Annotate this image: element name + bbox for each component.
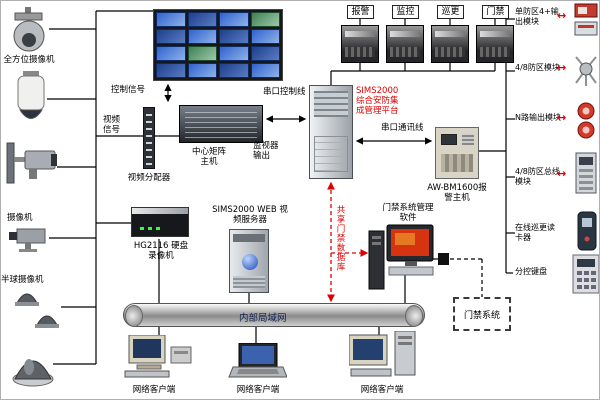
shared-db-label: 共享门禁数据库 bbox=[335, 205, 345, 272]
access-software-label: 门禁系统管理软件 bbox=[382, 203, 434, 224]
wall-screen bbox=[250, 12, 280, 27]
platform-label: SIMS2000综合安防集成管理平台 bbox=[356, 86, 399, 117]
web-server-device bbox=[229, 229, 269, 293]
client-label-2: 网络客户端 bbox=[236, 385, 280, 395]
alarm-host-label: AW-BM1600报警主机 bbox=[427, 183, 487, 204]
right-module-label-1: 单防区4+输出模块 bbox=[515, 7, 559, 26]
dvr-device bbox=[131, 207, 189, 237]
right-module-label-4: 4/8防区总线模块 bbox=[515, 167, 560, 186]
web-server-label: SIMS2000 WEB 视频服务器 bbox=[212, 205, 288, 226]
wall-screen bbox=[219, 12, 249, 27]
dvr-label: HG2116 硬盘录像机 bbox=[133, 241, 189, 262]
wall-screen bbox=[156, 29, 186, 44]
right-module-label-6: 分控键盘 bbox=[515, 267, 547, 276]
top-module-label-access: 门禁 bbox=[482, 5, 509, 19]
matrix-host-device bbox=[179, 105, 263, 143]
serial-control-line-label: 串口控制线 bbox=[263, 87, 306, 97]
zone-module-icon bbox=[575, 56, 597, 86]
wall-screen bbox=[250, 63, 280, 78]
right-module-label-2: 4/8防区模块 bbox=[515, 63, 560, 72]
omni-camera-icon bbox=[13, 7, 45, 52]
ptz-camera-icon bbox=[6, 142, 57, 184]
video-distributor-device bbox=[143, 107, 155, 169]
serial-comm-line-label: 串口通讯线 bbox=[381, 123, 424, 133]
red-double-arrow-icon: ↔ bbox=[557, 167, 567, 180]
control-signal-label: 控制信号 bbox=[111, 85, 146, 95]
speed-dome-camera-icon bbox=[17, 71, 45, 119]
shared-db-dashed-lines bbox=[327, 181, 369, 303]
red-double-arrow-icon: ↔ bbox=[557, 111, 567, 124]
red-double-arrow-icon: ↔ bbox=[557, 61, 567, 74]
alarm-host-device bbox=[435, 127, 479, 179]
access-pc-icon bbox=[368, 224, 434, 290]
top-module-label-alarm: 报警 bbox=[347, 5, 374, 19]
dashed-access-lines bbox=[450, 258, 483, 297]
alarm-host-vents bbox=[462, 134, 474, 145]
wall-screen bbox=[156, 12, 186, 27]
box-camera-icon bbox=[9, 228, 46, 252]
alarm-host-screen bbox=[441, 134, 457, 145]
right-module-label-5: 在线巡更读卡器 bbox=[515, 223, 555, 242]
half-dome-cameras-icon bbox=[15, 293, 59, 328]
access-junction-block bbox=[438, 253, 449, 265]
box-camera-label: 摄像机 bbox=[7, 213, 33, 223]
top-module-label-monitor: 监控 bbox=[392, 5, 419, 19]
top-module-label-patrol: 巡更 bbox=[437, 5, 464, 19]
server-logo-sphere bbox=[242, 254, 258, 270]
alarm-host-keypad bbox=[441, 154, 473, 172]
solid-signal-lines bbox=[47, 10, 515, 365]
wall-screen bbox=[187, 46, 217, 61]
lan-label: 内部局域网 bbox=[239, 313, 287, 324]
red-double-arrow-icon: ↔ bbox=[557, 9, 567, 22]
dvr-leds bbox=[140, 227, 144, 230]
omni-camera-label: 全方位摄像机 bbox=[3, 55, 55, 65]
access-system-box: 门禁系统 bbox=[453, 297, 511, 331]
alarm-subsystem-device bbox=[341, 25, 379, 63]
half-dome-camera-label: 半球摄像机 bbox=[1, 275, 44, 285]
patrol-card-reader-icon bbox=[577, 211, 597, 251]
video-distributor-label: 视频分配器 bbox=[127, 173, 171, 183]
client-label-1: 网络客户端 bbox=[132, 385, 176, 395]
wall-screen bbox=[250, 29, 280, 44]
wall-screen bbox=[187, 12, 217, 27]
video-signal-label: 视频信号 bbox=[103, 115, 121, 136]
laptop-client-icon bbox=[228, 343, 287, 378]
patrol-subsystem-device bbox=[431, 25, 469, 63]
access-subsystem-device bbox=[476, 25, 514, 63]
bus-module-icon bbox=[575, 152, 597, 194]
wall-screen bbox=[219, 46, 249, 61]
wall-screen bbox=[187, 29, 217, 44]
dome-camera-icon bbox=[12, 359, 54, 387]
access-system-label: 门禁系统 bbox=[463, 310, 500, 321]
matrix-host-label: 中心矩阵主机 bbox=[191, 147, 226, 168]
desktop-client2-icon bbox=[349, 331, 416, 377]
platform-server-device bbox=[309, 85, 353, 179]
control-keypad-icon bbox=[572, 254, 599, 294]
wall-screen bbox=[250, 46, 280, 61]
wall-screen bbox=[219, 29, 249, 44]
desktop-client-icon bbox=[124, 335, 192, 378]
wall-screen bbox=[156, 63, 186, 78]
wall-screen bbox=[156, 46, 186, 61]
monitor-output-label: 监视器输出 bbox=[253, 141, 279, 162]
monitor-subsystem-device bbox=[386, 25, 424, 63]
wall-screen bbox=[219, 63, 249, 78]
output-module-icon bbox=[574, 3, 598, 36]
video-wall bbox=[153, 9, 283, 81]
lan-pipe bbox=[123, 303, 425, 327]
right-module-label-3: N路输出模块 bbox=[515, 113, 561, 122]
client-label-3: 网络客户端 bbox=[360, 385, 404, 395]
wall-screen bbox=[187, 63, 217, 78]
siren-output-icon bbox=[577, 102, 595, 139]
